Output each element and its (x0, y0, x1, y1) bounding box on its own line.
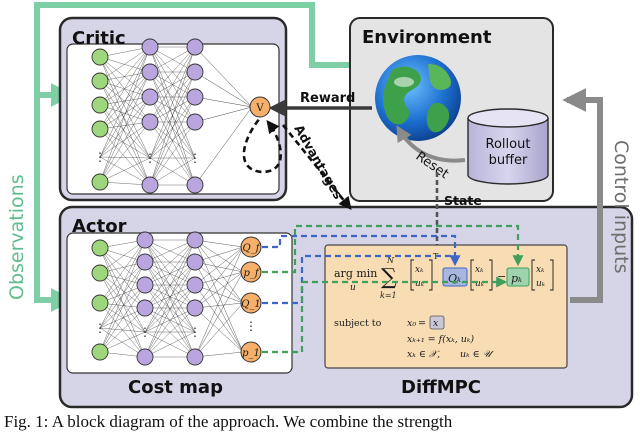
actor-output-p-f-label: p_f (243, 268, 260, 279)
actor-node (91, 264, 109, 282)
actor-node (136, 276, 154, 294)
observations-label: Observations (6, 174, 28, 300)
critic-ellipsis: ⋮ (189, 151, 201, 165)
actor-node (186, 253, 204, 271)
actor-output-q-1-label: Q_1 (241, 299, 261, 310)
control-inputs-arrow (562, 88, 603, 303)
actor-node (136, 348, 154, 366)
mpc-sum-top: N (386, 256, 395, 265)
actor-node (91, 239, 109, 257)
svg-text:uₖ: uₖ (536, 279, 546, 289)
actor-node (136, 299, 154, 317)
critic-title: Critic (72, 28, 126, 49)
rollout-buffer-icon (467, 108, 549, 185)
critic-node (186, 113, 204, 131)
figure-caption: Fig. 1: A block diagram of the approach.… (4, 412, 453, 431)
actor-node (91, 343, 109, 361)
svg-text:xₖ: xₖ (475, 265, 484, 275)
rollout-buffer-label-2: buffer (489, 153, 528, 168)
param-routes (262, 224, 524, 354)
actor-output-q-1: Q_1 (240, 292, 262, 314)
critic-node (186, 63, 204, 81)
critic-node (186, 88, 204, 106)
globe-icon (375, 55, 461, 141)
actor-output-p-1: p_1 (240, 341, 262, 363)
actor-output-q-f: Q_f (240, 236, 262, 258)
actor-node (186, 348, 204, 366)
diffmpc-panel (324, 244, 568, 369)
diffmpc-label: DiffMPC (401, 377, 481, 398)
mpc-p-symbol: pₖ (511, 272, 522, 285)
mpc-subject-to: subject to (334, 318, 382, 329)
critic-output-symbol: V (255, 103, 264, 114)
rollout-buffer-label-1: Rollout (486, 137, 531, 152)
svg-text:uₖ: uₖ (415, 279, 425, 289)
mpc-argmin: arg min (334, 267, 377, 280)
actor-ellipsis: ⋮ (139, 325, 151, 339)
actor-node (136, 253, 154, 271)
svg-text:uₖ: uₖ (475, 279, 485, 289)
mpc-sum: ∑ (381, 265, 397, 290)
cost-map-label: Cost map (128, 377, 223, 398)
mpc-x0-box (429, 315, 445, 330)
actor-output-p-1-label: p_1 (242, 348, 260, 359)
advantages-label: Advantages (291, 122, 346, 202)
control-inputs-label: Control inputs (610, 140, 632, 274)
reward-label: Reward (300, 91, 355, 106)
critic-node (91, 96, 109, 114)
actor-network: ⋮ ⋮ ⋮ (91, 231, 244, 366)
critic-node (186, 38, 204, 56)
mpc-sum-bottom: k=1 (380, 291, 397, 300)
critic-ellipsis: ⋮ (94, 150, 106, 164)
critic-node (91, 72, 109, 90)
mpc-q-box (442, 267, 468, 287)
mpc-constraint-2: xₖ₊₁ = f(xₖ, uₖ) (407, 334, 474, 345)
critic-node (141, 176, 159, 194)
mpc-eq: = (418, 318, 426, 329)
actor-output-q-f-label: Q_f (243, 243, 262, 254)
mpc-vector-3: xₖ uₖ (531, 259, 554, 291)
svg-text:xₖ: xₖ (536, 265, 545, 275)
mpc-constraint-3a: xₖ ∈ 𝒳, (407, 349, 440, 360)
state-label: State (444, 193, 482, 208)
actor-node (186, 276, 204, 294)
actor-node (91, 294, 109, 312)
actor-output-dots: ⋮ (245, 319, 257, 333)
critic-ellipsis: ⋮ (144, 151, 156, 165)
environment-title: Environment (362, 27, 492, 48)
critic-node (91, 120, 109, 138)
actor-node (186, 231, 204, 249)
advantages-arrow (281, 124, 352, 211)
critic-edges (99, 46, 196, 186)
critic-node (141, 88, 159, 106)
mpc-argmin-var: u (350, 283, 356, 293)
actor-title: Actor (72, 216, 127, 237)
actor-output-p-f: p_f (240, 261, 262, 283)
actor-edges (99, 239, 196, 358)
actor-ellipsis: ⋮ (94, 321, 106, 335)
svg-text:⋮: ⋮ (245, 319, 257, 333)
mpc-constraint-1: x₀ (407, 318, 416, 329)
actor-ellipsis: ⋮ (189, 325, 201, 339)
mpc-x0-symbol: x (433, 318, 439, 329)
svg-text:xₖ: xₖ (415, 265, 424, 275)
reset-arrow (396, 125, 466, 163)
actor-node (136, 231, 154, 249)
critic-node (141, 38, 159, 56)
critic-node (91, 173, 109, 191)
critic-node (186, 176, 204, 194)
critic-output-node: V (249, 96, 271, 118)
critic-network: ⋮ ⋮ ⋮ (91, 38, 253, 194)
critic-node (141, 63, 159, 81)
critic-node (141, 113, 159, 131)
actor-node (186, 299, 204, 317)
critic-node (91, 48, 109, 66)
mpc-constraint-3b: uₖ ∈ 𝒰 (460, 349, 494, 360)
